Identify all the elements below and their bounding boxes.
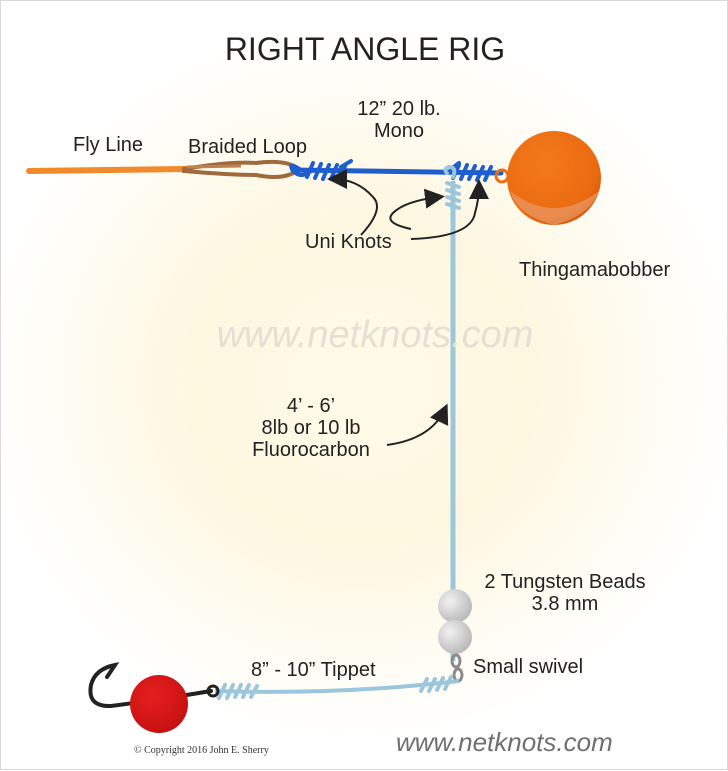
page-title: RIGHT ANGLE RIG xyxy=(224,31,506,67)
beads-label-line1: 2 Tungsten Beads xyxy=(484,571,646,593)
mono-label-line2: Mono xyxy=(373,120,425,142)
fluoro-label-line2: 8lb or 10 lb xyxy=(261,417,361,439)
swivel-label: Small swivel xyxy=(473,656,584,678)
footer-url: www.netknots.com xyxy=(396,727,613,757)
braided-loop-label: Braided Loop xyxy=(188,136,307,158)
beads-label: 2 Tungsten Beads 3.8 mm xyxy=(467,571,663,615)
swivel-icon xyxy=(450,653,464,683)
arrow-icon xyxy=(327,169,489,446)
watermark: www.netknots.com xyxy=(216,314,534,356)
fluorocarbon-label: 4’ - 6’ 8lb or 10 lb Fluorocarbon xyxy=(233,395,389,461)
fly-line-label: Fly Line xyxy=(73,134,144,156)
braided-loop xyxy=(182,159,303,179)
fluoro-knot-icon xyxy=(443,164,461,210)
tippet-knot-icon xyxy=(217,675,453,700)
beads-label-line2: 3.8 mm xyxy=(531,593,599,615)
fly-icon xyxy=(130,675,188,733)
bobber-label: Thingamabobber xyxy=(519,259,671,281)
mono-label-line1: 12” 20 lb. xyxy=(357,98,441,120)
tungsten-bead-icon xyxy=(438,589,472,654)
fluoro-label-line1: 4’ - 6’ xyxy=(286,395,336,417)
fluoro-label-line3: Fluorocarbon xyxy=(252,439,370,461)
bobber-icon xyxy=(494,131,601,225)
fly-line xyxy=(26,166,189,174)
copyright-notice: © Copyright 2016 John E. Sherry xyxy=(134,745,269,756)
mono-label: 12” 20 lb. Mono xyxy=(356,98,442,142)
tippet-label: 8” - 10” Tippet xyxy=(251,659,376,681)
uni-knots-label: Uni Knots xyxy=(305,231,392,253)
